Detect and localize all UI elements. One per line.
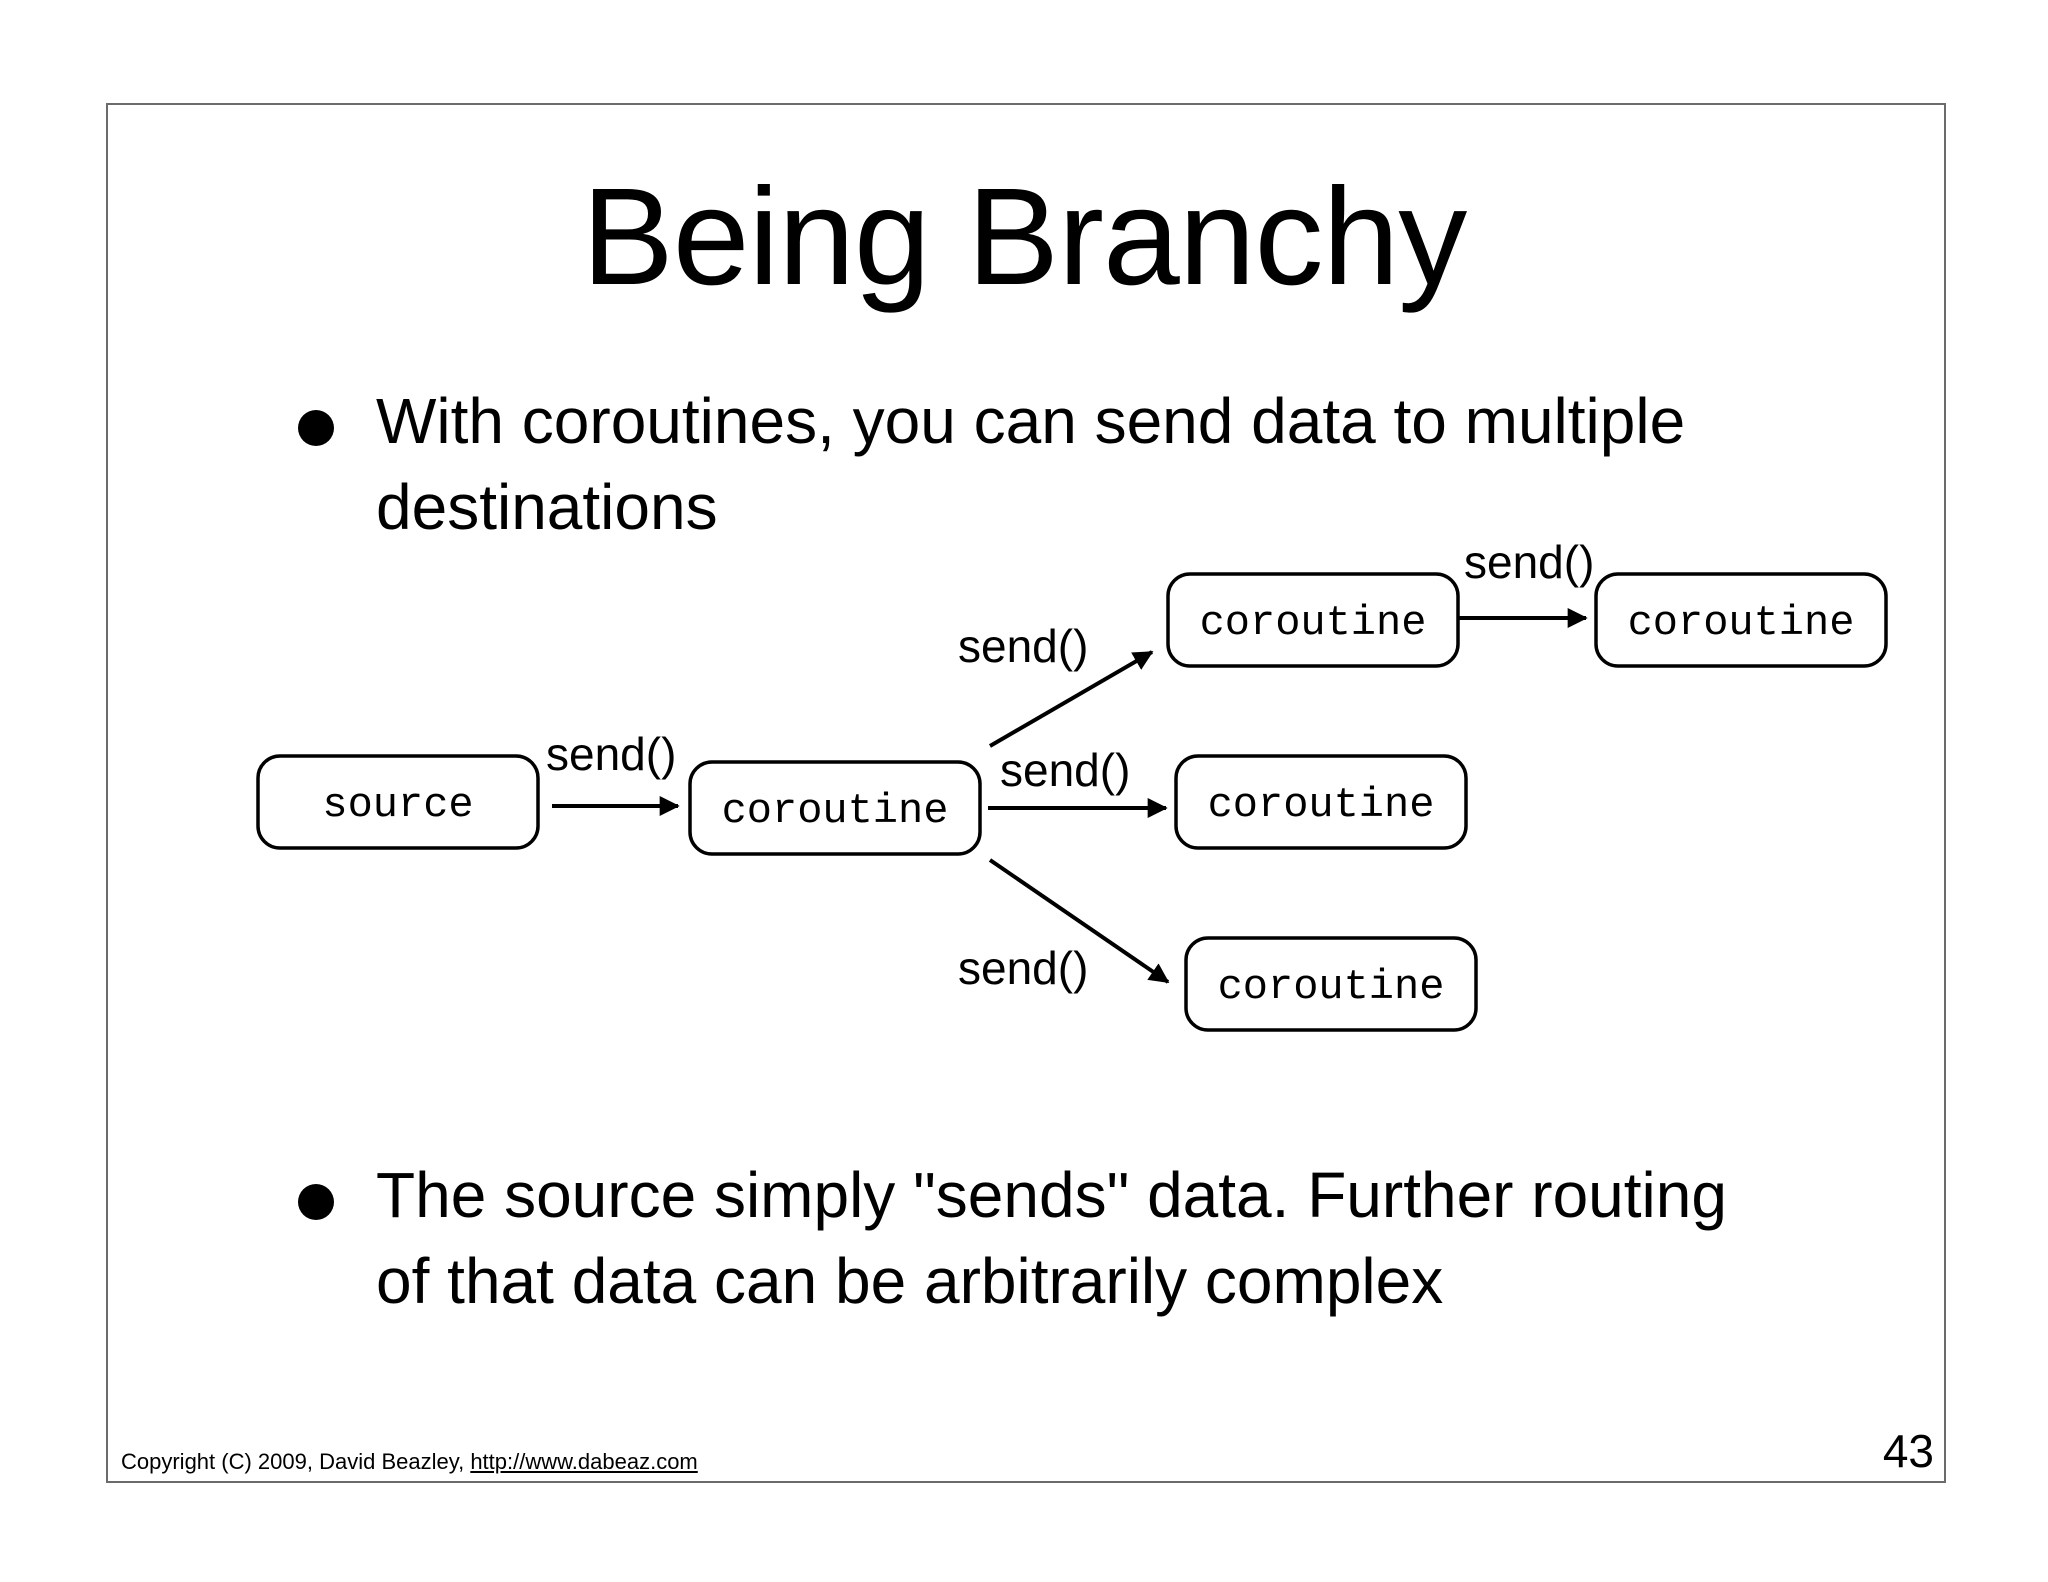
footer-copyright: Copyright (C) 2009, David Beazley, http:… bbox=[121, 1449, 698, 1475]
node-middle-coroutine: coroutine bbox=[1174, 754, 1468, 850]
node-hub-label: coroutine bbox=[722, 787, 949, 835]
edge-label-top-to-top-right: send() bbox=[1464, 536, 1594, 588]
edge-hub-to-top bbox=[988, 650, 1154, 748]
bullet-dot bbox=[298, 410, 334, 446]
node-top-right-coroutine: coroutine bbox=[1594, 572, 1888, 668]
edge-label-source-to-hub: send() bbox=[546, 728, 676, 780]
bullet-1: With coroutines, you can send data to mu… bbox=[376, 378, 1685, 550]
node-middle-label: coroutine bbox=[1208, 781, 1435, 829]
edge-label-hub-to-top: send() bbox=[958, 620, 1088, 672]
footer-url-link[interactable]: http://www.dabeaz.com bbox=[470, 1449, 698, 1474]
bullet-dot bbox=[298, 1184, 334, 1220]
node-source: source bbox=[256, 754, 540, 850]
node-bottom-label: coroutine bbox=[1218, 963, 1445, 1011]
slide-title: Being Branchy bbox=[581, 160, 1468, 314]
node-hub-coroutine: coroutine bbox=[688, 760, 982, 856]
bullet-2: The source simply "sends" data. Further … bbox=[376, 1152, 1727, 1324]
node-top-label: coroutine bbox=[1200, 599, 1427, 647]
bullet-1-line-2: destinations bbox=[376, 471, 718, 543]
bullet-2-line-1: The source simply "sends" data. Further … bbox=[376, 1159, 1727, 1231]
node-bottom-coroutine: coroutine bbox=[1184, 936, 1478, 1032]
edge-label-hub-to-bottom: send() bbox=[958, 942, 1088, 994]
bullet-1-line-1: With coroutines, you can send data to mu… bbox=[376, 385, 1686, 457]
edge-label-hub-to-middle: send() bbox=[1000, 744, 1130, 796]
edge-hub-to-bottom bbox=[988, 858, 1170, 984]
node-top-coroutine: coroutine bbox=[1166, 572, 1460, 668]
page-number: 43 bbox=[1882, 1425, 1934, 1477]
node-top-right-label: coroutine bbox=[1628, 599, 1855, 647]
bullet-2-line-2: of that data can be arbitrarily complex bbox=[376, 1245, 1444, 1317]
copyright-text: Copyright (C) 2009, David Beazley, bbox=[121, 1449, 471, 1474]
node-source-label: source bbox=[322, 781, 473, 829]
